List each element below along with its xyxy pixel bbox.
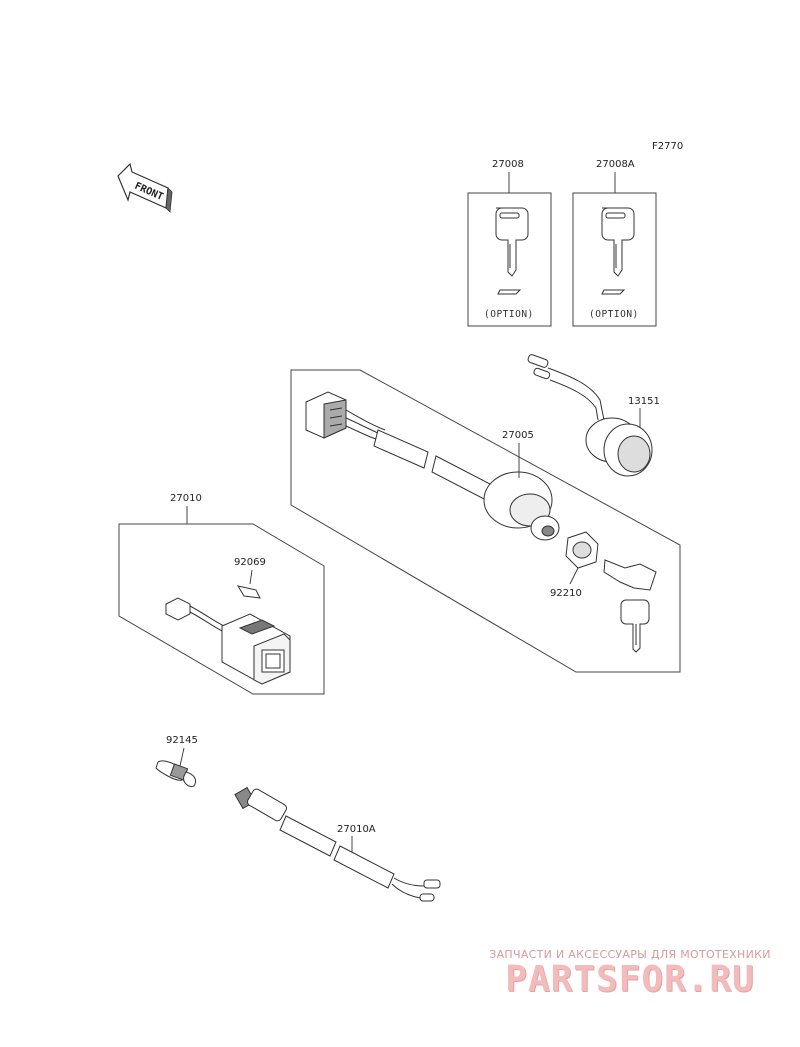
switch-27010-group: 27010 92069: [118, 493, 325, 695]
part-label-27008: 27008: [492, 159, 524, 170]
ignition-switch-group: 27005 92210: [290, 369, 681, 673]
bulb-92145-group: 92145: [155, 735, 198, 787]
terminal-icon: [419, 893, 435, 902]
option-box-27008a: [572, 192, 657, 327]
ignition-switch-body: [483, 471, 560, 541]
option-box-27008: [467, 192, 552, 327]
key-27008a-group: 27008A (OPTION): [572, 159, 657, 327]
power-socket-icon: [585, 417, 653, 477]
part-label-92069: 92069: [234, 557, 266, 568]
push-switch-icon: [221, 613, 291, 685]
terminal-icon: [423, 879, 441, 889]
front-arrow-icon: FRONT: [117, 162, 173, 213]
part-label-27010a: 27010A: [337, 824, 376, 835]
part-label-27008a: 27008A: [596, 159, 635, 170]
key-cut-icon: [497, 289, 522, 295]
part-label-92145: 92145: [166, 735, 198, 746]
key-icon: [601, 207, 635, 277]
socket-13151-group: 13151: [527, 354, 660, 477]
key-cut-icon: [601, 289, 626, 295]
ignition-frame: [290, 369, 681, 673]
ignition-keys-icon: [603, 559, 657, 653]
key-icon: [495, 207, 529, 277]
connector-icon: [305, 391, 347, 439]
key-27008-group: 27008 (OPTION): [467, 159, 552, 327]
switch-frame: [118, 523, 325, 695]
part-label-92210: 92210: [550, 588, 582, 599]
watermark-caption: ЗАПЧАСТИ И АКСЕССУАРЫ ДЛЯ МОТОТЕХНИКИ: [489, 948, 771, 961]
figure-code: F2770: [652, 141, 683, 152]
part-label-27010: 27010: [170, 493, 202, 504]
option-label-27008: (OPTION): [484, 309, 534, 320]
watermark-logo: PARTSFOR.RU: [505, 959, 755, 1000]
wedge-bulb-icon: [155, 760, 197, 787]
part-label-13151: 13151: [628, 396, 660, 407]
bulb-icon: [236, 585, 261, 599]
option-label-27008a: (OPTION): [589, 309, 639, 320]
bulb-socket-icon: [234, 786, 287, 822]
socket-cable-27010a-group: 27010A: [234, 786, 441, 902]
switch-connector-icon: [165, 597, 191, 621]
part-label-27005: 27005: [502, 430, 534, 441]
nut-icon: [565, 531, 599, 569]
watermark: ЗАПЧАСТИ И АКСЕССУАРЫ ДЛЯ МОТОТЕХНИКИ PA…: [470, 948, 790, 1000]
socket-wires-icon: [527, 354, 605, 421]
